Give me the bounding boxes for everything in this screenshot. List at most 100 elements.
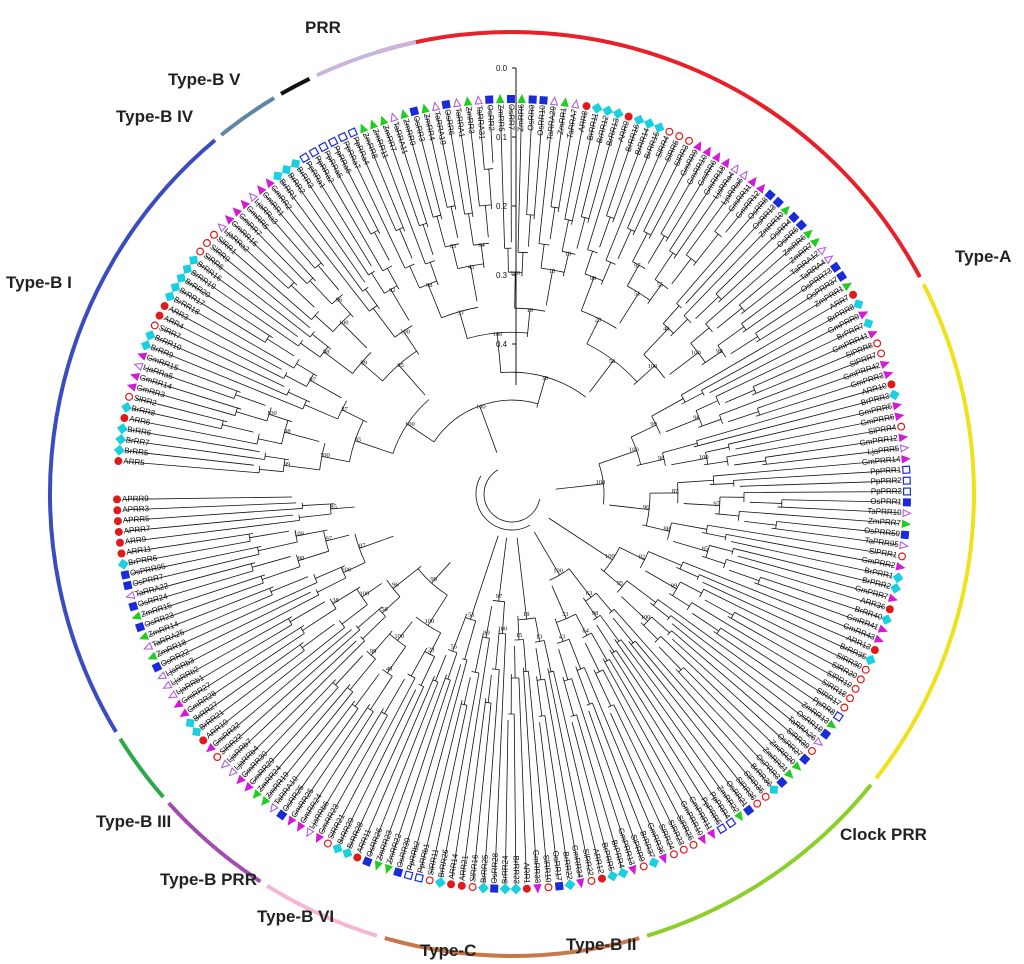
leaf-marker [654, 122, 665, 133]
branch [553, 671, 601, 872]
branch [459, 311, 468, 339]
bootstrap-value: 95 [397, 362, 404, 369]
branch [665, 417, 700, 433]
branch [384, 127, 420, 226]
branch [726, 558, 884, 608]
leaf-label: BrRR23 [512, 855, 521, 884]
branch [436, 113, 457, 210]
leaf-marker [889, 389, 900, 401]
branch [617, 229, 632, 260]
leaf-marker [510, 883, 522, 895]
branch [681, 297, 848, 396]
branch [496, 332, 502, 373]
bootstrap-value: 97 [496, 593, 503, 600]
leaf-marker [453, 97, 462, 108]
branch [550, 109, 565, 207]
leaf-marker [575, 878, 585, 889]
branch [369, 681, 439, 856]
branch [451, 245, 459, 269]
bootstrap-value: 100 [605, 553, 615, 560]
branch-arc [653, 599, 659, 606]
branch [273, 187, 370, 312]
branch [165, 318, 284, 379]
leaf-label: ZmRR1 [556, 106, 569, 135]
leaf-marker [755, 183, 766, 194]
leaf-marker [885, 605, 894, 614]
branch [464, 620, 477, 660]
leaf-label: PpPRR3 [871, 487, 903, 496]
branch [734, 460, 766, 466]
branch [392, 565, 422, 589]
bootstrap-value: 40 [386, 665, 393, 672]
leaf-marker [125, 590, 136, 600]
branch [522, 667, 538, 882]
leaf-label: ARR5 [123, 457, 146, 468]
bootstrap-value: 92 [0, 0, 3, 2]
branch [580, 277, 595, 312]
leaf-marker [441, 99, 451, 110]
branch [612, 617, 634, 644]
branch [126, 450, 254, 466]
branch [317, 265, 340, 291]
branch [175, 299, 295, 369]
tree-branches [0, 0, 900, 882]
leaf-marker [711, 152, 721, 163]
leaf-marker [693, 141, 702, 152]
branch-arc [260, 575, 264, 584]
leaf-marker [468, 883, 477, 892]
branch [399, 664, 462, 866]
branch-arc [752, 386, 757, 394]
leaf-labels: ARR5BrRR5BrRR7BrRR6ARR6BrRR8SlRR2GmRR3Gm… [122, 103, 903, 884]
branch [670, 615, 821, 731]
leaf-marker [840, 703, 849, 712]
branch [632, 233, 648, 262]
branch [422, 224, 434, 256]
branch-arc [378, 609, 386, 617]
branch-arc [395, 227, 404, 231]
branch [536, 676, 543, 717]
branch-arc [645, 493, 651, 526]
branch [468, 108, 480, 207]
branch [599, 615, 620, 642]
leaf-marker [131, 611, 142, 620]
clade-arc [315, 40, 417, 78]
branch [683, 214, 782, 316]
leaf-label: ZmPRR7 [868, 516, 902, 528]
branch [518, 677, 527, 882]
branch [208, 627, 345, 737]
leaf-label: APRR5 [123, 514, 151, 525]
branch [172, 616, 293, 684]
branch [359, 535, 394, 549]
branch [578, 537, 613, 561]
branch-arc [432, 679, 439, 683]
branch [387, 646, 406, 674]
branch-arc [667, 615, 672, 621]
bootstrap-value: 100 [425, 618, 435, 625]
branch [326, 152, 372, 235]
branch [671, 638, 800, 755]
leaf-marker [899, 444, 910, 453]
branch [668, 593, 690, 607]
leaf-marker [129, 373, 141, 382]
leaf-marker [236, 774, 246, 785]
branch [335, 147, 381, 235]
branch [605, 133, 658, 261]
branch [685, 207, 774, 304]
leaf-label: ZmRR5 [496, 104, 506, 132]
leaf-marker [224, 215, 235, 225]
branch [698, 418, 722, 428]
branch [429, 632, 442, 655]
leaf-label: TaPRR95 [864, 536, 900, 549]
leaf-marker [892, 572, 904, 584]
leaf-marker [370, 119, 379, 130]
branch [718, 229, 797, 303]
branch [370, 630, 393, 656]
branch-arc [538, 715, 545, 717]
branch [150, 586, 274, 636]
leaf-marker [607, 870, 618, 882]
leaf-marker [633, 114, 645, 126]
leaf-marker [189, 255, 199, 265]
leaf-marker [421, 103, 430, 114]
leaf-label: OsRR10 [536, 104, 547, 136]
leaf-marker [409, 106, 420, 117]
